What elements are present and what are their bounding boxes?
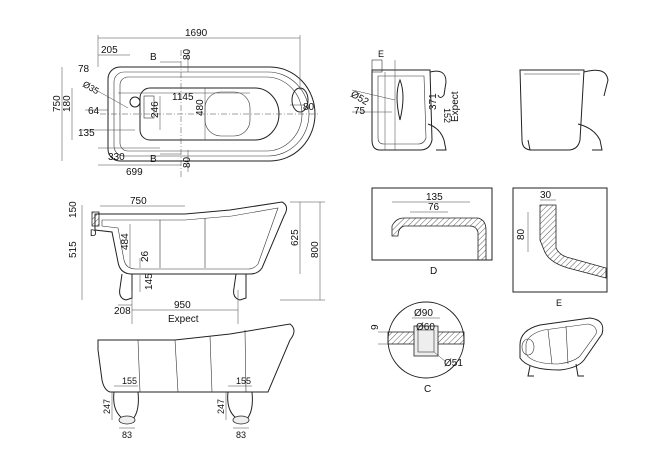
detail-e-80-label: 80 bbox=[516, 228, 527, 240]
section-b-bottom-label: B bbox=[150, 154, 157, 165]
top-180-label: 180 bbox=[62, 95, 73, 112]
front-83-right-label: 83 bbox=[236, 430, 246, 440]
side-26-label: 26 bbox=[140, 250, 151, 262]
end-section-view: E Ø52 75 152 371 Expect bbox=[349, 49, 461, 151]
detail-c-51-label: Ø51 bbox=[444, 358, 463, 369]
side-625-label: 625 bbox=[290, 229, 301, 246]
end-75-label: 75 bbox=[354, 106, 366, 117]
top-view: 1690 205 80 B 78 Ø35 1145 80 750 180 64 … bbox=[52, 28, 320, 178]
top-750-label: 750 bbox=[52, 95, 63, 112]
front-155-right-label: 155 bbox=[236, 376, 251, 386]
top-80-right-label: 80 bbox=[303, 102, 315, 113]
detail-e: 30 80 E bbox=[512, 187, 608, 308]
end-e-label: E bbox=[378, 49, 384, 59]
top-1145-label: 1145 bbox=[172, 92, 194, 103]
top-205-label: 205 bbox=[101, 45, 118, 56]
top-length-label: 1690 bbox=[185, 28, 208, 39]
top-80-bottom-label: 80 bbox=[182, 156, 193, 168]
front-247-right-label: 247 bbox=[216, 399, 226, 414]
detail-d-135-label: 135 bbox=[426, 192, 443, 203]
detail-c-caption: C bbox=[424, 384, 431, 395]
side-515-label: 515 bbox=[68, 241, 79, 258]
section-b-top-label: B bbox=[150, 52, 157, 63]
end-152-label: 152 bbox=[442, 108, 452, 123]
front-view: 155 155 247 247 83 83 bbox=[97, 323, 295, 440]
top-78-label: 78 bbox=[78, 64, 90, 75]
detail-c-90-label: Ø90 bbox=[414, 308, 433, 319]
front-247-left-label: 247 bbox=[102, 399, 112, 414]
top-246-label: 246 bbox=[150, 101, 161, 118]
front-83-left-label: 83 bbox=[122, 430, 132, 440]
side-d-label: D bbox=[90, 228, 97, 238]
isometric-view bbox=[519, 317, 604, 377]
detail-e-30-label: 30 bbox=[540, 190, 552, 201]
detail-e-caption: E bbox=[556, 298, 562, 308]
top-480-label: 480 bbox=[195, 99, 206, 116]
side-145-label: 145 bbox=[144, 273, 155, 290]
detail-d: 135 76 D bbox=[371, 187, 493, 277]
top-330-label: 330 bbox=[108, 152, 125, 163]
end-expect-label: Expect bbox=[450, 91, 461, 122]
detail-c-60-label: Ø60 bbox=[416, 322, 435, 333]
top-35-label: Ø35 bbox=[81, 79, 101, 96]
side-750-label: 750 bbox=[130, 196, 147, 207]
side-expect-label: Expect bbox=[168, 314, 199, 325]
detail-d-caption: D bbox=[430, 266, 437, 277]
detail-c: 9 Ø90 Ø60 Ø51 C bbox=[370, 301, 465, 395]
detail-d-76-label: 76 bbox=[428, 202, 440, 213]
end-371-label: 371 bbox=[428, 93, 439, 110]
side-150-label: 150 bbox=[68, 201, 79, 218]
side-208-label: 208 bbox=[114, 306, 131, 317]
front-155-left-label: 155 bbox=[122, 376, 137, 386]
top-699-label: 699 bbox=[126, 167, 143, 178]
side-view: 150 750 D 515 484 26 145 625 800 208 950… bbox=[68, 196, 325, 325]
top-64-label: 64 bbox=[88, 106, 100, 117]
side-950-label: 950 bbox=[174, 300, 191, 311]
side-484-label: 484 bbox=[120, 233, 131, 250]
end-exterior-view bbox=[519, 69, 609, 151]
detail-c-9-label: 9 bbox=[370, 324, 381, 330]
side-800-label: 800 bbox=[310, 241, 321, 258]
top-80-top-label: 80 bbox=[182, 48, 193, 60]
top-135-label: 135 bbox=[78, 128, 95, 139]
